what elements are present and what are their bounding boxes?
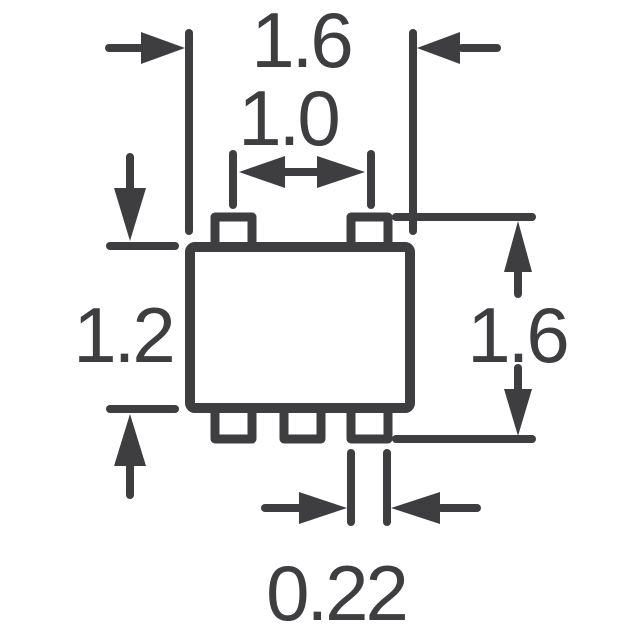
dim-body-width-arrowhead-left-icon: [417, 32, 460, 64]
dim-body-height-arrowhead-up-icon: [114, 414, 146, 466]
dim-lead-width-arrowhead-left-icon: [391, 492, 440, 524]
dim-lead-width-label: 0.22: [266, 549, 406, 637]
dim-body-width-arrowhead-right-icon: [141, 32, 185, 64]
dim-body-width: 1.6: [105, 0, 501, 235]
dim-lead-width-arrowhead-right-icon: [299, 492, 347, 524]
dim-overall-height: 1.6: [392, 213, 570, 443]
dim-body-width-label: 1.6: [251, 0, 350, 84]
dim-overall-height-label: 1.6: [467, 291, 566, 379]
dim-body-height-label: 1.2: [73, 291, 172, 379]
dim-body-height: 1.2: [73, 153, 179, 499]
dim-body-height-arrowhead-down-icon: [114, 188, 146, 241]
dim-lead-pitch-arrowhead-right-icon: [317, 156, 365, 188]
dim-overall-height-arrowhead-down-icon: [504, 389, 532, 436]
dim-overall-height-arrowhead-up-icon: [504, 221, 532, 272]
package-body: [185, 242, 415, 413]
dim-lead-pitch-label: 1.0: [238, 74, 338, 162]
dim-lead-pitch: 1.0: [229, 74, 375, 209]
package-outline: [185, 212, 415, 444]
dim-lead-width: 0.22: [261, 449, 481, 637]
dim-lead-pitch-arrowhead-left-icon: [239, 156, 285, 188]
